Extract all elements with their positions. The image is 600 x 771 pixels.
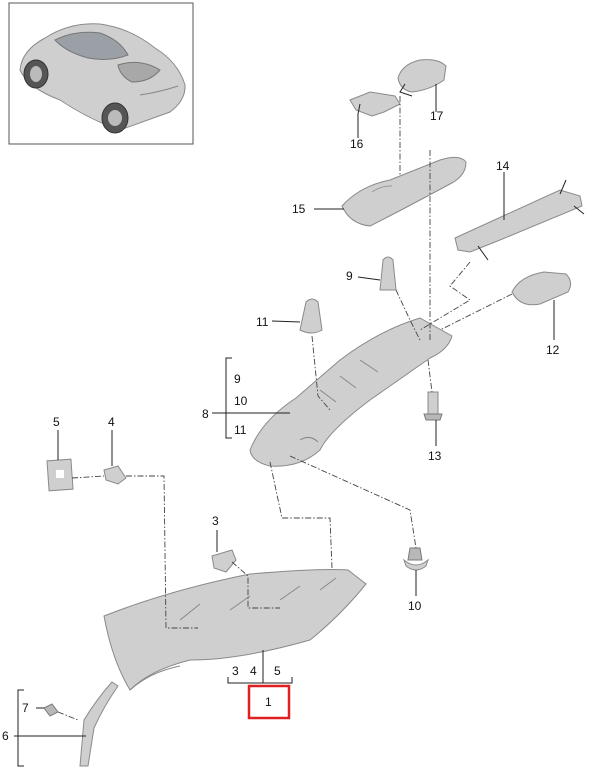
callout-8c[interactable]: 11 <box>234 423 247 437</box>
callout-10[interactable]: 10 <box>408 599 422 613</box>
callout-7[interactable]: 7 <box>22 701 29 715</box>
callout-16[interactable]: 15 <box>292 202 306 216</box>
callout-11[interactable]: 11 <box>256 315 269 329</box>
callout-1-sub-5[interactable]: 5 <box>274 664 281 678</box>
leader-lines <box>14 84 555 767</box>
callout-9[interactable]: 9 <box>346 269 353 283</box>
part-8-panel[interactable] <box>249 317 453 467</box>
part-3-clip[interactable] <box>211 549 237 573</box>
part-10-grommet[interactable] <box>402 547 430 571</box>
part-11-clip[interactable] <box>299 298 323 334</box>
callout-8[interactable]: 8 <box>202 407 209 421</box>
assembly-lines <box>57 96 513 721</box>
car-icon <box>19 23 186 134</box>
callout-15[interactable]: 17 <box>430 109 444 123</box>
part-14-bracket[interactable] <box>349 91 401 117</box>
callout-13[interactable]: 13 <box>428 449 442 463</box>
part-13-screw[interactable] <box>423 391 443 421</box>
part-12-bracket[interactable] <box>511 271 572 306</box>
callout-17[interactable]: 14 <box>496 159 510 173</box>
callout-14[interactable]: 16 <box>350 137 364 151</box>
callout-4[interactable]: 4 <box>108 415 115 429</box>
callout-1-sub-3[interactable]: 3 <box>232 664 239 678</box>
vehicle-thumbnail <box>8 2 194 145</box>
part-16-trim[interactable] <box>341 156 467 227</box>
part-17-rail[interactable] <box>454 179 585 261</box>
callout-1-sub-4[interactable]: 4 <box>250 664 257 678</box>
callout-5[interactable]: 5 <box>53 415 60 429</box>
callout-12[interactable]: 12 <box>546 343 560 357</box>
callout-6[interactable]: 6 <box>2 729 9 743</box>
callout-3[interactable]: 3 <box>212 514 219 528</box>
part-7-screw[interactable] <box>43 703 59 717</box>
part-6-strip[interactable] <box>79 681 119 767</box>
part-5-tab[interactable] <box>46 458 74 492</box>
highlight-box <box>247 684 291 720</box>
part-4-clip[interactable] <box>103 465 127 485</box>
part-15-cover[interactable] <box>397 59 447 97</box>
callout-1[interactable]: 1 <box>265 695 272 709</box>
callout-8b[interactable]: 10 <box>234 394 248 408</box>
callout-8a[interactable]: 9 <box>234 372 241 386</box>
part-1-trim[interactable] <box>103 569 367 691</box>
callout-labels: 17 16 15 14 9 12 11 9 10 8 11 13 5 4 3 1… <box>2 109 560 743</box>
part-9-clip[interactable] <box>379 256 397 291</box>
